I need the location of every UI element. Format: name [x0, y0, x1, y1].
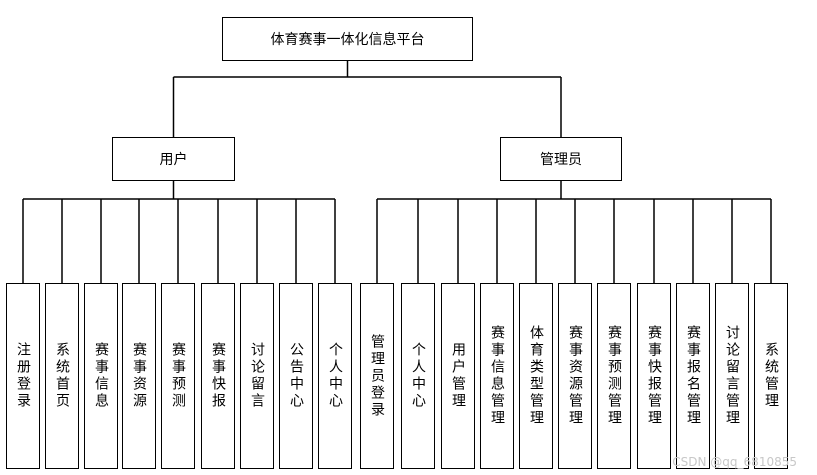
leaf-node: 讨论留言管理: [715, 283, 749, 469]
leaf-node: 赛事快报管理: [637, 283, 671, 469]
leaf-node: 系统首页: [45, 283, 79, 469]
leaf-node: 赛事资源: [122, 283, 156, 469]
leaf-node: 赛事信息管理: [480, 283, 514, 469]
leaf-node: 赛事资源管理: [558, 283, 592, 469]
leaf-node: 个人中心: [401, 283, 435, 469]
user-node: 用户: [112, 137, 235, 181]
root-node: 体育赛事一体化信息平台: [222, 17, 473, 61]
leaf-node: 用户管理: [441, 283, 475, 469]
leaf-node: 个人中心: [318, 283, 352, 469]
leaf-node: 讨论留言: [240, 283, 274, 469]
leaf-node: 赛事信息: [84, 283, 118, 469]
leaf-node: 赛事报名管理: [676, 283, 710, 469]
leaf-node: 注册登录: [6, 283, 40, 469]
leaf-node: 体育类型管理: [519, 283, 553, 469]
leaf-node: 赛事快报: [201, 283, 235, 469]
csdn-watermark: CSDN @qq_6810855: [672, 455, 797, 469]
leaf-node: 赛事预测管理: [597, 283, 631, 469]
admin-node: 管理员: [500, 137, 622, 181]
leaf-node: 系统管理: [754, 283, 788, 469]
leaf-node: 公告中心: [279, 283, 313, 469]
leaf-node: 赛事预测: [161, 283, 195, 469]
leaf-node: 管理员登录: [360, 283, 394, 469]
